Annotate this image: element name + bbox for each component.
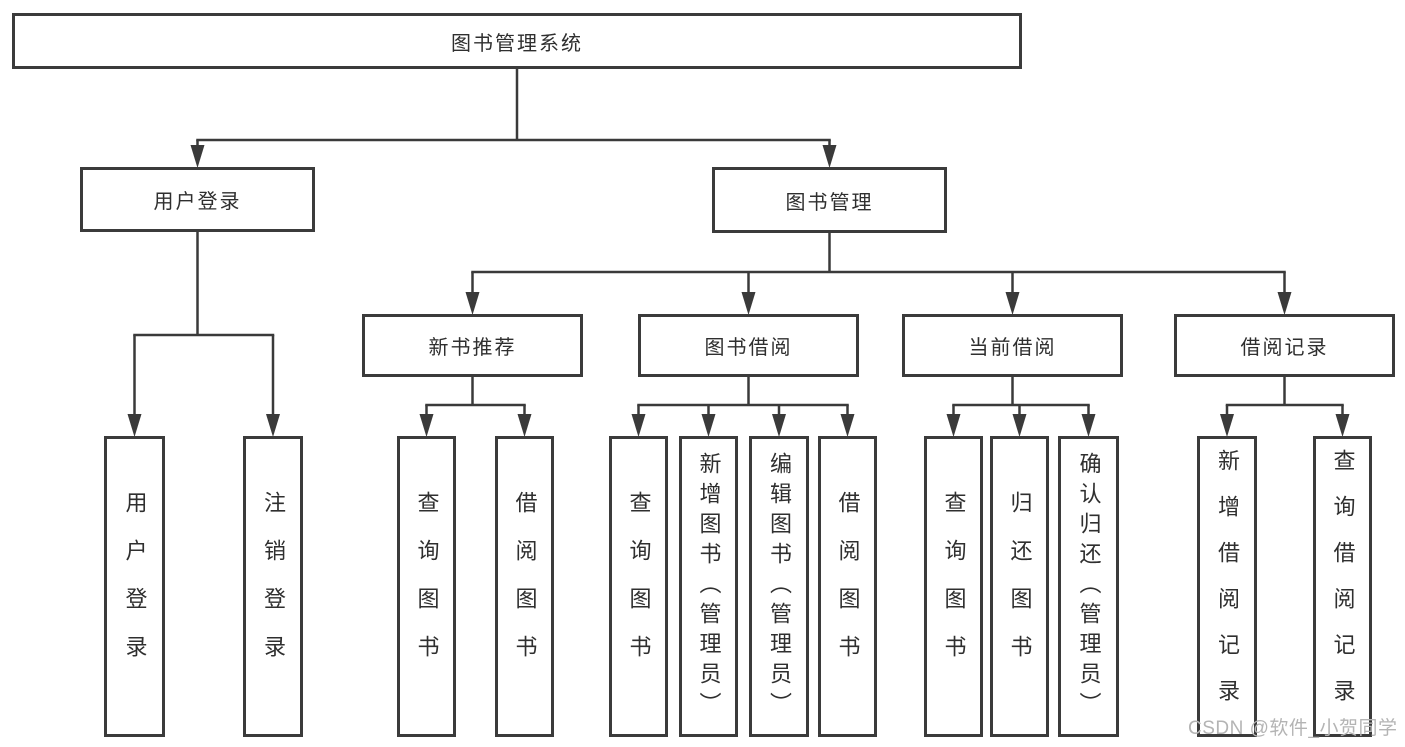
node-user-login: 用户登录 bbox=[80, 167, 315, 232]
arrowhead-icon bbox=[1277, 292, 1292, 315]
arrowhead-icon bbox=[266, 414, 280, 437]
node-label: 编辑图书（管理员） bbox=[767, 451, 792, 722]
node-label: 新增借阅记录 bbox=[1215, 448, 1240, 725]
node-br-add: 新增借阅记录 bbox=[1197, 436, 1257, 737]
node-label: 新书推荐 bbox=[428, 337, 517, 359]
node-label: 确认归还（管理员） bbox=[1076, 451, 1102, 722]
node-label: 新增图书（管理员） bbox=[696, 451, 722, 722]
node-cb-return: 归还图书 bbox=[990, 436, 1049, 737]
node-root: 图书管理系统 bbox=[12, 13, 1022, 69]
watermark: CSDN @软件_小贺同学 bbox=[1188, 718, 1398, 739]
node-label: 注销登录 bbox=[261, 490, 286, 683]
node-new-book-rec: 新书推荐 bbox=[362, 314, 583, 377]
node-current-borrow: 当前借阅 bbox=[902, 314, 1123, 377]
arrowhead-icon bbox=[190, 145, 205, 168]
node-borrow-records: 借阅记录 bbox=[1174, 314, 1395, 377]
node-br-query: 查询借阅记录 bbox=[1313, 436, 1372, 737]
node-label: 用户登录 bbox=[122, 490, 148, 683]
node-leaf-user-login: 用户登录 bbox=[104, 436, 165, 737]
arrowhead-icon bbox=[127, 414, 142, 437]
arrowhead-icon bbox=[772, 414, 786, 437]
node-bb-add: 新增图书（管理员） bbox=[679, 436, 738, 737]
arrowhead-icon bbox=[1220, 414, 1234, 437]
node-label: 查询图书 bbox=[626, 490, 652, 683]
node-bb-edit: 编辑图书（管理员） bbox=[749, 436, 809, 737]
node-nbr-query: 查询图书 bbox=[397, 436, 456, 737]
node-label: 图书管理 bbox=[785, 191, 874, 214]
arrowhead-icon bbox=[517, 414, 532, 437]
node-label: 查询图书 bbox=[414, 490, 440, 683]
node-label: 当前借阅 bbox=[968, 337, 1057, 359]
node-label: 用户登录 bbox=[153, 191, 242, 213]
node-label: 借阅记录 bbox=[1240, 337, 1329, 359]
node-label: 借阅图书 bbox=[835, 490, 861, 683]
node-book-mgmt: 图书管理 bbox=[712, 167, 947, 233]
node-label: 图书管理系统 bbox=[451, 32, 583, 55]
arrowhead-icon bbox=[631, 414, 646, 437]
arrowhead-icon bbox=[822, 145, 837, 168]
arrowhead-icon bbox=[1005, 292, 1020, 315]
node-label: 借阅图书 bbox=[512, 490, 538, 683]
node-book-borrow: 图书借阅 bbox=[638, 314, 859, 377]
node-label: 图书借阅 bbox=[704, 337, 793, 359]
arrowhead-icon bbox=[1012, 414, 1027, 437]
arrowhead-icon bbox=[419, 414, 434, 437]
node-cb-confirm: 确认归还（管理员） bbox=[1058, 436, 1119, 737]
arrowhead-icon bbox=[946, 414, 961, 437]
node-leaf-logout: 注销登录 bbox=[243, 436, 303, 737]
node-label: 查询借阅记录 bbox=[1330, 448, 1356, 725]
node-bb-query: 查询图书 bbox=[609, 436, 668, 737]
node-label: 查询图书 bbox=[941, 490, 967, 683]
node-cb-query: 查询图书 bbox=[924, 436, 983, 737]
arrowhead-icon bbox=[1081, 414, 1096, 437]
arrowhead-icon bbox=[1335, 414, 1350, 437]
node-bb-borrow: 借阅图书 bbox=[818, 436, 877, 737]
node-nbr-borrow: 借阅图书 bbox=[495, 436, 554, 737]
arrowhead-icon bbox=[701, 414, 716, 437]
arrowhead-icon bbox=[840, 414, 855, 437]
arrowhead-icon bbox=[465, 292, 480, 315]
node-label: 归还图书 bbox=[1007, 490, 1033, 683]
arrowhead-icon bbox=[741, 292, 756, 315]
